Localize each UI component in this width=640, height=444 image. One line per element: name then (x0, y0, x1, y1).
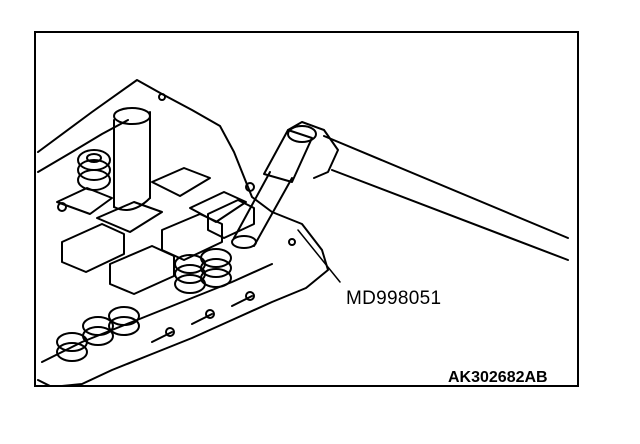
tool-callout-label: MD998051 (346, 288, 442, 309)
figure-id-label: AK302682AB (448, 369, 548, 386)
cylinder-head-illustration (37, 79, 569, 385)
figure-frame: MD998051 AK302682AB (34, 31, 579, 387)
